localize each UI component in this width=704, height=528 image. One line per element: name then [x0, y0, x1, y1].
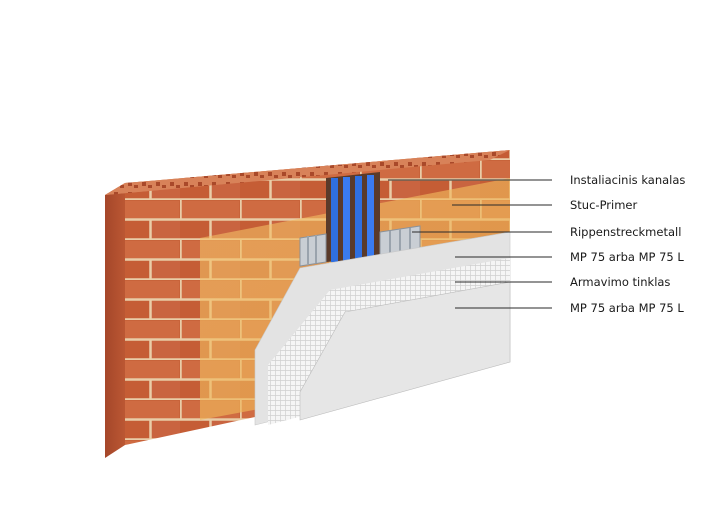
label-primer: Stuc-Primer	[570, 198, 638, 212]
label-channel: Instaliacinis kanalas	[570, 173, 685, 187]
leader-lines	[388, 179, 552, 309]
installation-channel	[326, 172, 380, 262]
plaster-layer-2	[299, 281, 511, 421]
label-mesh: Armavimo tinklas	[570, 275, 670, 289]
label-metal: Rippenstreckmetall	[570, 225, 681, 239]
label-plaster2: MP 75 arba MP 75 L	[570, 301, 684, 315]
label-plaster1: MP 75 arba MP 75 L	[570, 250, 684, 264]
layer-labels: Instaliacinis kanalas Stuc-Primer Rippen…	[570, 173, 685, 315]
